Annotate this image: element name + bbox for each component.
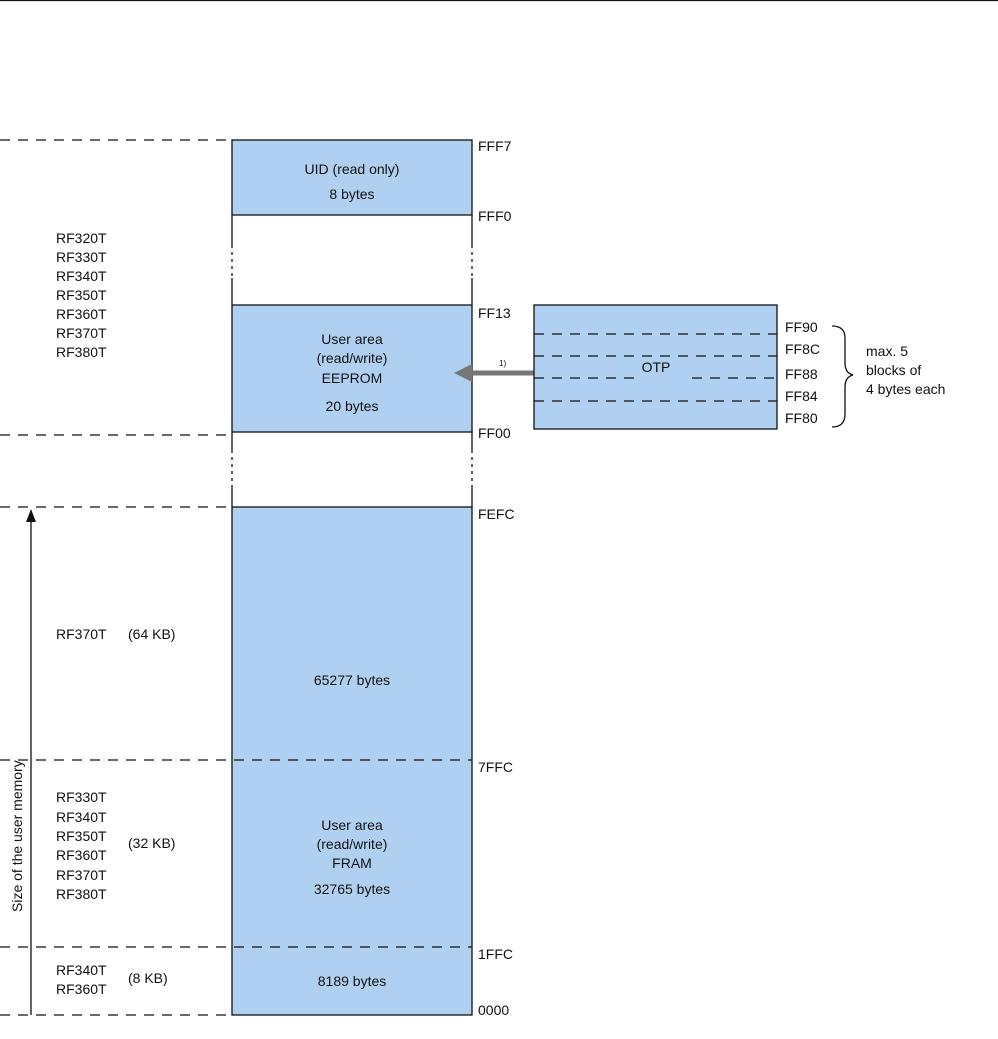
kb32-model: RF340T — [56, 809, 107, 825]
eeprom-model: RF370T — [56, 325, 107, 341]
kb32-model: RF370T — [56, 867, 107, 883]
fram-64kb-bytes: 65277 bytes — [314, 672, 390, 688]
addr-ff00: FF00 — [478, 425, 511, 441]
otp-block — [533, 304, 778, 430]
fram-line3: FRAM — [332, 855, 372, 871]
addr-fff7: FFF7 — [478, 138, 512, 154]
otp-curly-brace — [831, 325, 854, 428]
kb64-size: (64 KB) — [128, 626, 175, 642]
otp-addr-ff84: FF84 — [785, 388, 818, 404]
uid-title: UID (read only) — [305, 161, 400, 177]
otp-addr-ff80: FF80 — [785, 410, 818, 426]
fram-8kb-bytes: 8189 bytes — [318, 973, 387, 989]
addr-7ffc: 7FFC — [478, 759, 513, 775]
arrow-footnote: 1) — [499, 359, 506, 368]
addr-0000: 0000 — [478, 1002, 509, 1018]
eeprom-size: 20 bytes — [326, 398, 379, 414]
fram-32kb-bytes: 32765 bytes — [314, 881, 390, 897]
fram-line1: User area — [321, 817, 383, 833]
memory-size-axis-arrowhead — [26, 509, 36, 522]
eeprom-model: RF360T — [56, 306, 107, 322]
eeprom-model: RF320T — [56, 230, 107, 246]
kb32-model: RF360T — [56, 847, 107, 863]
fram-block — [231, 506, 473, 1016]
kb8-model: RF340T — [56, 962, 107, 978]
eeprom-line2: (read/write) — [317, 350, 388, 366]
eeprom-model-list: RF320T RF330T RF340T RF350T RF360T RF370… — [56, 230, 107, 360]
eeprom-model: RF380T — [56, 344, 107, 360]
eeprom-model: RF330T — [56, 249, 107, 265]
eeprom-line1: User area — [321, 331, 383, 347]
eeprom-model: RF340T — [56, 268, 107, 284]
fram-line2: (read/write) — [317, 836, 388, 852]
addr-fff0: FFF0 — [478, 208, 512, 224]
otp-note-line2: blocks of — [866, 362, 921, 378]
kb32-model: RF330T — [56, 789, 107, 805]
kb32-model: RF380T — [56, 886, 107, 902]
eeprom-block — [231, 304, 473, 433]
addr-fefc: FEFC — [478, 506, 515, 522]
otp-label: OTP — [642, 359, 671, 375]
otp-addr-ff8c: FF8C — [785, 341, 820, 357]
memory-size-axis-label: Size of the user memory — [9, 760, 25, 912]
kb8-model: RF360T — [56, 981, 107, 997]
addr-1ffc: 1FFC — [478, 946, 513, 962]
kb32-model: RF350T — [56, 828, 107, 844]
uid-block — [231, 139, 473, 216]
kb64-model: RF370T — [56, 626, 107, 642]
otp-addr-ff88: FF88 — [785, 366, 818, 382]
otp-addr-ff90: FF90 — [785, 319, 818, 335]
kb32-size: (32 KB) — [128, 835, 175, 851]
otp-note-line1: max. 5 — [866, 343, 908, 359]
addr-ff13: FF13 — [478, 305, 511, 321]
kb32-model-list: RF330T RF340T RF350T RF360T RF370T RF380… — [56, 789, 107, 902]
eeprom-line3: EEPROM — [322, 370, 383, 386]
otp-note-line3: 4 bytes each — [866, 381, 945, 397]
uid-size: 8 bytes — [329, 186, 374, 202]
kb8-size: (8 KB) — [128, 970, 168, 986]
eeprom-model: RF350T — [56, 287, 107, 303]
